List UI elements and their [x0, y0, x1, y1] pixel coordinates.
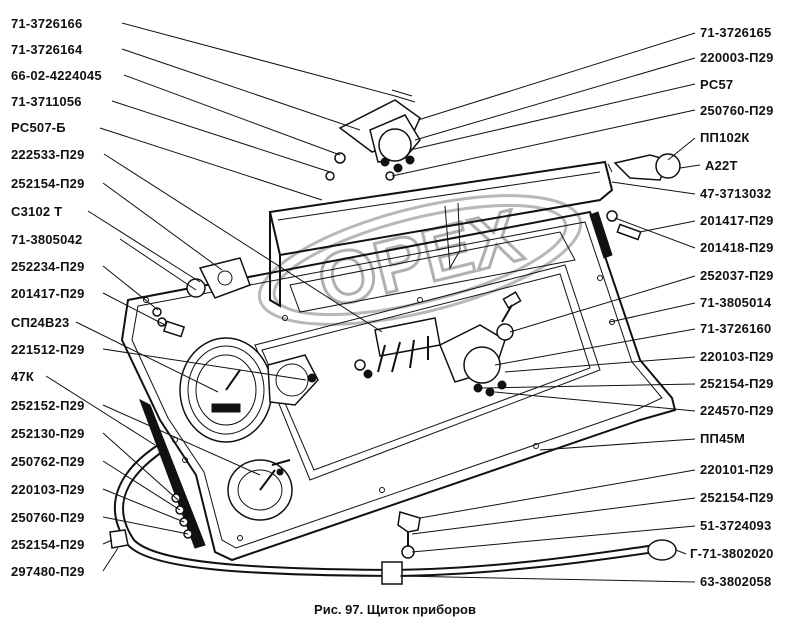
callout-label: 252152-П29	[11, 398, 85, 413]
callout-label: 201418-П29	[700, 240, 774, 255]
callout-label: 71-3805042	[11, 232, 82, 247]
callout-label: 297480-П29	[11, 564, 85, 579]
figure-caption: Рис. 97. Щиток приборов	[314, 602, 476, 617]
callout-label: 220003-П29	[700, 50, 774, 65]
callout-label: 201417-П29	[700, 213, 774, 228]
left-labels: 71-3726166 71-3726164 66-02-4224045 71-3…	[11, 16, 102, 579]
callout-label: 252130-П29	[11, 426, 85, 441]
callout-label: 71-3726164	[11, 42, 83, 57]
callout-label: СП24В23	[11, 315, 69, 330]
callout-label: 222533-П29	[11, 147, 85, 162]
callout-label: 252154-П29	[11, 176, 85, 191]
callout-label: С3102 Т	[11, 204, 62, 219]
callout-label: PC507-Б	[11, 120, 66, 135]
callout-label: 221512-П29	[11, 342, 85, 357]
callout-label: 220103-П29	[11, 482, 85, 497]
callout-label: 71-3726160	[700, 321, 771, 336]
callout-label: PC57	[700, 77, 733, 92]
callout-label: 201417-П29	[11, 286, 85, 301]
cable-assembly	[109, 444, 677, 585]
right-fasteners	[606, 153, 681, 241]
callout-label: 71-3805014	[700, 295, 772, 310]
callout-label: 71-3711056	[11, 94, 82, 109]
callout-label: ПП45М	[700, 431, 745, 446]
switch-part	[354, 317, 441, 379]
callout-label: 250760-П29	[700, 103, 774, 118]
callout-label: 252154-П29	[700, 490, 774, 505]
callout-label: 47-3713032	[700, 186, 771, 201]
callout-label: 252154-П29	[700, 376, 774, 391]
right-labels: 71-3726165 220003-П29 PC57 250760-П29 ПП…	[690, 25, 774, 589]
callout-label: 71-3726165	[700, 25, 771, 40]
callout-label: 47К	[11, 369, 34, 384]
left-leader-lines	[45, 22, 396, 572]
callout-label: А22Т	[705, 158, 738, 173]
right-leader-lines	[391, 32, 701, 583]
top-socket-part	[325, 89, 421, 181]
callout-label: 220103-П29	[700, 349, 774, 364]
callout-label: 66-02-4224045	[11, 68, 102, 83]
callout-label: 250762-П29	[11, 454, 85, 469]
callout-label: Г-71-3802020	[690, 546, 774, 561]
callout-label: 252037-П29	[700, 268, 774, 283]
callout-label: 220101-П29	[700, 462, 774, 477]
small-gauge-part	[227, 459, 293, 521]
callout-label: 224570-П29	[700, 403, 774, 418]
bracket-part	[152, 257, 251, 338]
callout-label: 252234-П29	[11, 259, 85, 274]
speedometer-part	[179, 337, 319, 443]
mid-socket-part	[439, 291, 522, 397]
callout-label: 63-3802058	[700, 574, 771, 589]
callout-label: ПП102К	[700, 130, 750, 145]
callout-label: 71-3726166	[11, 16, 82, 31]
panel-body	[120, 160, 677, 562]
callout-label: 51-3724093	[700, 518, 771, 533]
callout-label: 252154-П29	[11, 537, 85, 552]
callout-label: 250760-П29	[11, 510, 85, 525]
